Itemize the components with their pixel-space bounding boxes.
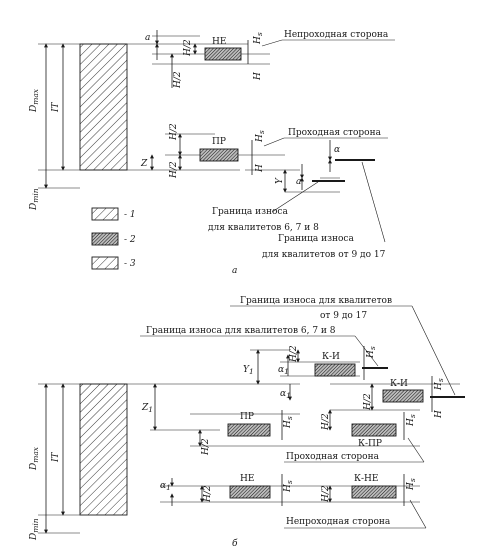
y1-label-b: Y1 xyxy=(243,365,254,376)
d-max-label-b: Dmax xyxy=(29,446,40,471)
d-min-label-a: Dmin xyxy=(29,188,40,211)
ne-label-a: НЕ xyxy=(212,37,226,47)
hs-ne-label-b: Hs xyxy=(283,480,294,493)
legend-swatch-2 xyxy=(91,232,119,246)
alpha-label-a: α xyxy=(334,145,340,155)
hs-label-ne-a: Hs xyxy=(253,32,264,45)
h-half-pr-label-b: H/2 xyxy=(201,438,211,456)
wear-limit-6-8-line1-a: Граница износа xyxy=(212,207,288,217)
k-pr-gauge-field-b xyxy=(351,423,397,437)
legend: - 1 - 2 - 3 xyxy=(91,207,136,270)
ne-label-b: НЕ xyxy=(240,474,254,484)
h-half-kpr-label-b: H/2 xyxy=(321,413,331,431)
alpha1-ne-label-b: α1 xyxy=(160,481,171,492)
hole-tolerance-field-b xyxy=(79,383,128,516)
pr-gauge-field-a xyxy=(199,148,239,162)
ne-gauge-field-b xyxy=(229,485,271,499)
h-half-ki2-label-b: H/2 xyxy=(363,393,373,411)
go-side-label-b: Проходная сторона xyxy=(286,452,380,462)
h-half-pr-label-a: H/2 xyxy=(169,123,179,141)
k-ne-label-b: К-НЕ xyxy=(354,474,378,484)
wear-limit-9-17-line2-a: для квалитетов от 9 до 17 xyxy=(262,250,386,260)
legend-label-1: - 1 xyxy=(124,210,136,220)
h-label-pr-a: H xyxy=(255,164,265,173)
ki2-gauge-field-b xyxy=(382,389,424,403)
hole-tolerance-field-a xyxy=(79,43,128,171)
h-half-kne-label-b: H/2 xyxy=(321,485,331,503)
hs-pr-label-b: Hs xyxy=(283,416,294,429)
h-half-ne-label-b: H/2 xyxy=(203,485,213,503)
h-label-ne-a: H xyxy=(253,72,263,81)
legend-label-2: - 2 xyxy=(124,235,136,245)
a-small-label-a: a xyxy=(296,177,301,187)
wear-limit-6-8-label-b: Граница износа для квалитетов 6, 7 и 8 xyxy=(146,326,336,336)
h-half-ne-label-a: H/2 xyxy=(183,39,193,57)
caption-b: б xyxy=(232,538,238,549)
alpha1-lower-label-b: α1 xyxy=(280,389,291,400)
z-label-a: Z xyxy=(140,159,148,169)
pr-label-a: ПР xyxy=(212,137,226,147)
ki-label-b: К-И xyxy=(322,352,340,362)
h-ki2-label-b: H xyxy=(434,410,444,419)
caption-a: а xyxy=(232,266,237,276)
d-max-label-a: Dmax xyxy=(29,88,40,113)
wear-limit-9-17-line1-a: Граница износа xyxy=(278,234,354,244)
ne-gauge-field-a xyxy=(204,47,242,61)
h-half-pr-lower-label-a: H/2 xyxy=(169,161,179,179)
hs-label-pr-a: Hs xyxy=(255,130,266,143)
hs-kpr-label-b: Hs xyxy=(406,414,417,427)
wear-limit-9-17-line2-b: от 9 до 17 xyxy=(320,311,367,321)
ki2-label-b: К-И xyxy=(390,379,408,389)
h-half-ne-lower-label-a: H/2 xyxy=(173,71,183,89)
wear-limit-9-17-line1-b: Граница износа для квалитетов xyxy=(240,296,392,306)
hs-kne-label-b: Hs xyxy=(406,478,417,491)
legend-label-3: - 3 xyxy=(124,259,136,269)
pr-label-b: ПР xyxy=(240,412,254,422)
y-label-a: Y xyxy=(275,177,285,184)
it-label-a: IT xyxy=(51,101,61,113)
hs-ki-label-b: Hs xyxy=(366,346,377,359)
k-pr-label-b: К-ПР xyxy=(358,439,382,449)
wear-limit-6-8-line2-a: для квалитетов 6, 7 и 8 xyxy=(208,223,319,233)
d-min-label-b: Dmin xyxy=(29,518,40,541)
z1-label-b: Z1 xyxy=(141,403,153,414)
k-ne-gauge-field-b xyxy=(351,485,397,499)
ki-gauge-field-b xyxy=(314,363,356,377)
no-go-side-label-a: Непроходная сторона xyxy=(284,30,389,40)
part-b: Граница износа для квалитетов от 9 до 17… xyxy=(29,296,465,549)
it-label-b: IT xyxy=(51,451,61,463)
no-go-side-label-b: Непроходная сторона xyxy=(286,517,391,527)
h-half-ki-label-b: H/2 xyxy=(289,345,299,363)
part-a: Dmax Dmin IT a H/2 H/2 НЕ Hs H Непроходн… xyxy=(29,30,395,276)
legend-swatch-1 xyxy=(91,207,119,221)
go-side-label-a: Проходная сторона xyxy=(288,128,382,138)
alpha1-upper-label-b: α1 xyxy=(278,365,289,376)
pr-gauge-field-b xyxy=(227,423,271,437)
hs-ki2-label-b: Hs xyxy=(434,378,445,391)
a-label: a xyxy=(145,33,150,43)
legend-swatch-3 xyxy=(91,256,119,270)
